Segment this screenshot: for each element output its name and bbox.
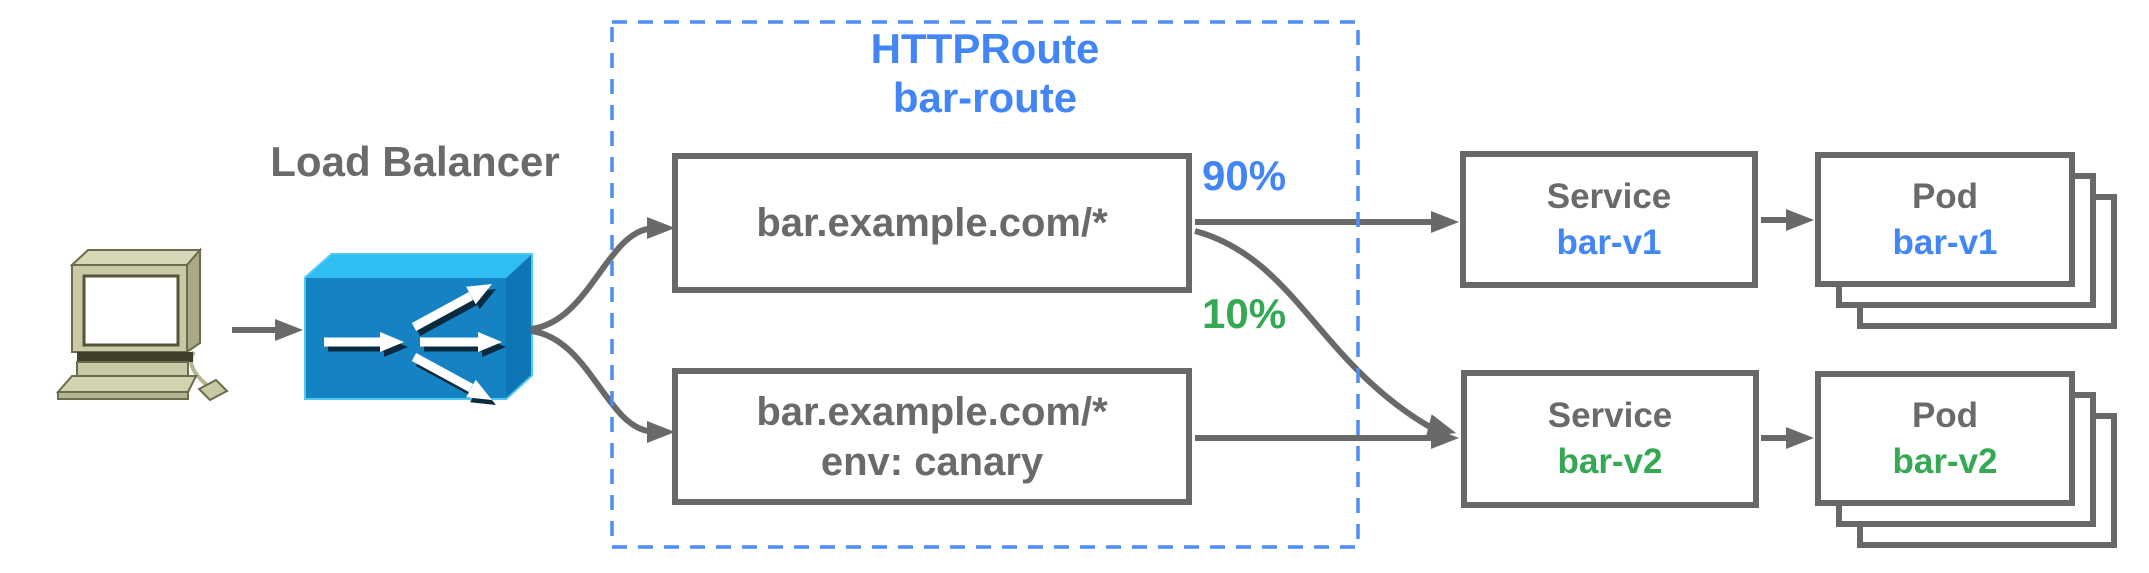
route-rule-box-top: bar.example.com/* xyxy=(672,153,1192,293)
service-v2-to-pod-arrow xyxy=(1761,427,1814,449)
monitor-side-face xyxy=(186,247,201,354)
mouse xyxy=(197,378,229,402)
keyboard-front xyxy=(57,391,189,400)
pod-kind-label: Pod xyxy=(1911,395,1979,435)
fork-arrowhead-top xyxy=(647,217,675,239)
pod-stack-bar-v1: Pod bar-v1 xyxy=(1815,152,2117,329)
httproute-title: HTTPRoute bar-route xyxy=(612,24,1358,122)
pod-kind-label: Pod xyxy=(1911,176,1979,216)
lb-top-face xyxy=(306,255,531,278)
lb-fork-connectors xyxy=(530,217,675,443)
service-kind-label: Service xyxy=(1547,396,1673,435)
pod-name-label: bar-v2 xyxy=(1892,441,1998,481)
service-v1-to-pod-arrow xyxy=(1761,209,1814,231)
computer-icon xyxy=(55,247,229,402)
load-balancer-label: Load Balancer xyxy=(270,138,560,185)
pod-box-bar-v1: Pod bar-v1 xyxy=(1815,152,2075,287)
fork-arrowhead-bottom xyxy=(647,421,675,443)
route-rule-match-label: bar.example.com/* xyxy=(756,201,1108,245)
route-rule-header-label: env: canary xyxy=(820,439,1044,484)
pod-box-bar-v2: Pod bar-v2 xyxy=(1815,371,2075,506)
pod-name-label: bar-v1 xyxy=(1892,222,1998,262)
service-name-label: bar-v2 xyxy=(1557,442,1663,481)
connector-canary-rule xyxy=(1195,427,1459,449)
httproute-kind-label: HTTPRoute xyxy=(870,25,1100,72)
load-balancer-icon xyxy=(304,253,533,405)
connector-90-percent xyxy=(1195,211,1459,233)
route-rule-box-bottom: bar.example.com/* env: canary xyxy=(672,368,1192,505)
service-box-bar-v1: Service bar-v1 xyxy=(1460,151,1758,288)
keyboard-top xyxy=(55,375,198,393)
lb-split-arrows xyxy=(324,284,502,400)
monitor-top-face xyxy=(69,249,203,266)
monitor-base xyxy=(77,352,193,362)
httproute-group-border xyxy=(610,20,1360,549)
weight-10-label: 10% xyxy=(1202,290,1287,337)
client-to-lb-arrow xyxy=(232,319,303,341)
pod-stack-bar-v2: Pod bar-v2 xyxy=(1815,371,2117,548)
weight-90-label: 90% xyxy=(1202,152,1287,199)
service-box-bar-v2: Service bar-v2 xyxy=(1461,370,1759,508)
lb-side-face xyxy=(506,255,531,398)
service-name-label: bar-v1 xyxy=(1556,222,1662,262)
service-kind-label: Service xyxy=(1546,176,1672,216)
route-rule-match-label: bar.example.com/* xyxy=(756,389,1108,434)
httproute-name-label: bar-route xyxy=(892,74,1078,121)
monitor-screen xyxy=(82,274,180,347)
